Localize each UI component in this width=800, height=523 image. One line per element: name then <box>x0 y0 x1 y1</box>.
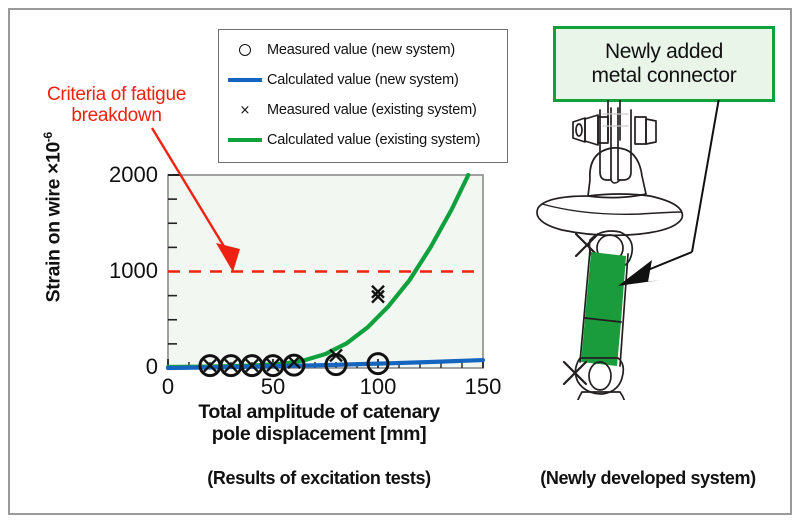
insulator-assembly-diagram <box>536 100 720 400</box>
legend-item: Calculated value (existing system) <box>223 125 501 155</box>
criteria-annotation: Criteria of fatigue breakdown <box>14 84 219 127</box>
criteria-annotation-arrow <box>150 127 240 272</box>
criteria-annotation-line2: breakdown <box>71 105 162 127</box>
callout-line2: metal connector <box>591 64 737 87</box>
x-tick-label-0: 0 <box>161 374 175 399</box>
x-axis-label-line2: pole displacement [mm] <box>211 422 427 445</box>
cross-marker <box>224 358 238 373</box>
cross-marker-icon: × <box>239 102 251 118</box>
left-panel-caption: (Results of excitation tests) <box>207 468 431 488</box>
lower-eye-fitting-icon <box>562 357 625 395</box>
clevis-yoke-icon <box>599 107 632 181</box>
callout-line1: Newly added <box>604 40 724 64</box>
y-tick-label-1000: 1000 <box>109 258 158 283</box>
circle-marker <box>324 353 348 377</box>
y-tick-label-0: 0 <box>145 354 158 379</box>
right-panel-caption: (Newly developed system) <box>540 468 756 488</box>
metal-connector-callout: Newly added metal connector <box>553 26 775 102</box>
x-tick-label-150: 150 <box>464 374 502 399</box>
circle-marker <box>282 353 306 377</box>
x-tick-label-50: 50 <box>260 374 286 399</box>
y-tick-label-2000: 2000 <box>109 162 158 187</box>
bolt-and-nut-icon <box>572 114 657 146</box>
circle-marker-icon <box>223 35 267 65</box>
insulator-cap-icon <box>587 147 647 199</box>
cross-marker <box>245 358 259 373</box>
x-axis-label-line1: Total amplitude of catenary <box>198 401 440 423</box>
contact-wire-clamp-icon <box>577 391 626 400</box>
circle-marker <box>366 352 390 376</box>
cross-marker <box>371 289 385 304</box>
chart-legend: Measured value (new system) Calculated v… <box>218 29 508 163</box>
x-tick-label-100: 100 <box>359 374 397 399</box>
cross-marker <box>371 284 385 299</box>
connector-side-rails-icon <box>579 249 629 367</box>
cross-marker <box>203 358 217 373</box>
legend-item-label: Calculated value (existing system) <box>267 132 481 148</box>
legend-item: Measured value (new system) <box>223 35 501 65</box>
criteria-annotation-line1: Criteria of fatigue <box>47 84 186 105</box>
x-axis-label: Total amplitude of catenary pole displac… <box>128 401 510 446</box>
blue-line-swatch-icon <box>223 65 267 95</box>
new-system-measured-markers <box>198 352 390 378</box>
callout-leader-arrow <box>618 100 720 286</box>
metal-connector-plates <box>581 252 626 366</box>
legend-item-label: Calculated value (new system) <box>267 72 459 88</box>
disc-insulator-icon <box>536 193 684 237</box>
cross-marker <box>266 358 280 372</box>
cross-marker <box>287 355 301 370</box>
green-line-swatch-icon <box>223 125 267 155</box>
legend-item: Calculated value (new system) <box>223 65 501 95</box>
legend-item-label: Measured value (new system) <box>267 42 456 58</box>
legend-item-label: Measured value (existing system) <box>267 102 477 118</box>
legend-item: × Measured value (existing system) <box>223 95 501 125</box>
